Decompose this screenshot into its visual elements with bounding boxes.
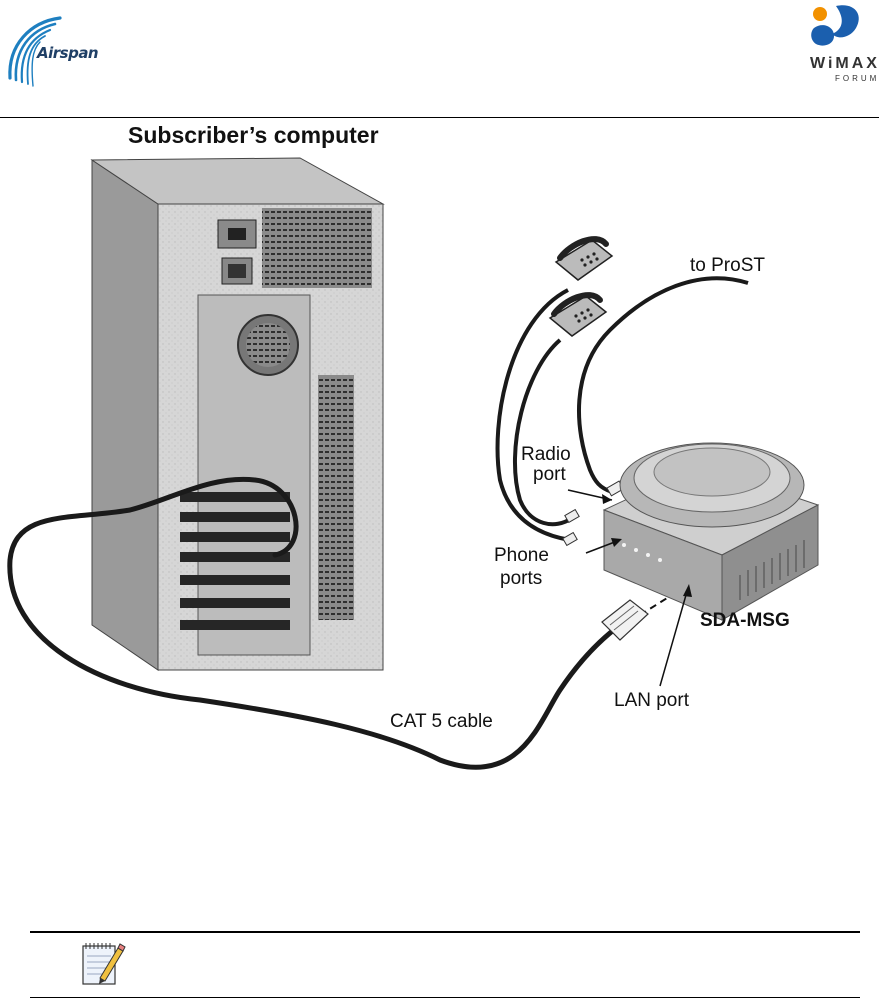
forum-wordmark: FORUM: [835, 74, 879, 83]
phone-ports-label-line1: Phone: [494, 545, 549, 567]
sda-msg-label: SDA-MSG: [700, 610, 790, 632]
sda-msg-device-icon: [604, 443, 818, 620]
cat5-cable-label: CAT 5 cable: [390, 711, 493, 733]
to-prost-label: to ProST: [690, 255, 765, 277]
telephone-icon: [550, 295, 606, 336]
phone-ports-label-line2: ports: [500, 568, 542, 590]
radio-port-label-line1: Radio: [521, 444, 571, 466]
notepad-pencil-icon: [78, 938, 128, 988]
radio-port-label-line2: port: [533, 464, 566, 486]
diagram-title: Subscriber’s computer: [128, 122, 379, 149]
computer-tower-icon: [92, 158, 383, 670]
wimax-forum-logo-icon: [796, 0, 879, 100]
airspan-logo-text: Airspan: [37, 44, 98, 62]
lan-port-label: LAN port: [614, 690, 689, 712]
wimax-wordmark: WiMAX: [810, 55, 879, 73]
connection-diagram: [0, 118, 879, 788]
telephone-icon: [556, 239, 612, 280]
note-bottom-rule: [30, 997, 860, 998]
note-top-rule: [30, 931, 860, 933]
